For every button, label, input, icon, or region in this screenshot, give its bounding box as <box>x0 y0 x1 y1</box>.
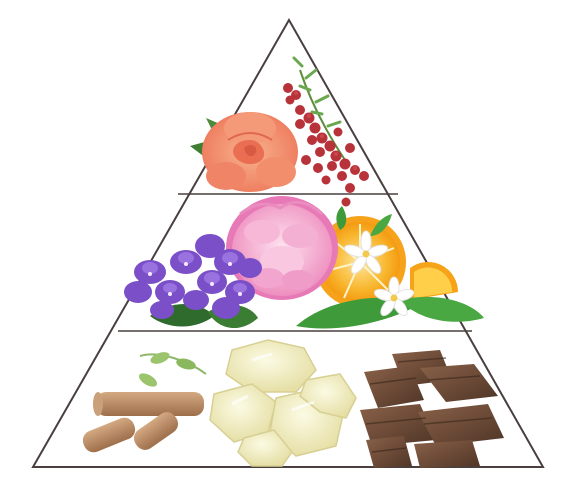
middle-tier <box>124 196 484 329</box>
oud-wood-icon <box>360 350 504 468</box>
pyramid-outline <box>31 17 545 468</box>
rose-icon <box>190 112 298 192</box>
amber-resin-icon <box>209 339 357 467</box>
top-tier <box>190 56 369 207</box>
sandalwood-icon <box>82 352 207 453</box>
pink-pepper-icon <box>283 56 369 207</box>
violet-icon <box>124 234 262 329</box>
base-tier <box>82 339 504 468</box>
orange-blossom-icon <box>343 230 415 317</box>
